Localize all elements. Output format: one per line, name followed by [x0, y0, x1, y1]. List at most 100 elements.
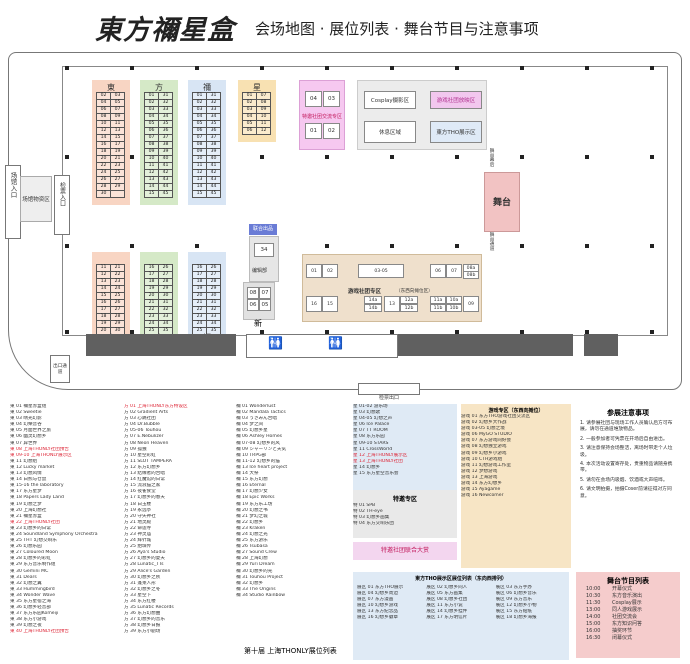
club-cell: 16 — [306, 296, 322, 312]
booth-cell: 16 — [192, 264, 207, 272]
list-item: 禰 02 Mandala Tactics — [236, 410, 286, 416]
list-item: 方 12 东方幻想乡 — [124, 464, 161, 470]
tech-cell: 34 — [254, 243, 274, 257]
list-item: 游戏 08 幻想独立游戏 — [461, 444, 507, 450]
list-item: 東 20 上海幻想社 — [10, 507, 47, 513]
pillar — [650, 66, 654, 70]
booth-cell: 20 — [144, 292, 159, 300]
list-item: 禰 11-12 幻想乡的猫 — [236, 458, 280, 464]
pillar — [650, 155, 654, 159]
pillar — [455, 155, 459, 159]
list-item: 游戏 06 MyGO STUDIO — [461, 432, 512, 438]
booth-cell: 31 — [158, 299, 173, 307]
wall-block-1 — [86, 334, 236, 356]
booth-cell: 44 — [206, 183, 221, 191]
list-item: 禰 34 Studio Rainbow — [236, 592, 286, 598]
stage-item: 13:00 同人游戏展示 — [586, 607, 670, 614]
list-item: 東 13 幻想风情 — [10, 471, 42, 477]
booth-cell: 10 — [192, 155, 207, 163]
list-item: 禰 22 幻想乡 — [236, 519, 264, 525]
bottom-list-panel: 東方THO展示区展位列表（东向西排列） 展区 01 东方THO展示展区 02 幻… — [353, 572, 569, 660]
new-cell: 07 — [259, 287, 271, 299]
list-item: 星 14 幻想乡 — [353, 464, 381, 470]
stage-item-name: 同人游戏展示 — [612, 607, 643, 613]
pillar — [130, 330, 134, 334]
booth-cell: 32 — [158, 306, 173, 314]
pillar — [260, 330, 264, 334]
booth-cell: 41 — [206, 162, 221, 170]
stage-label: 舞台 — [492, 198, 511, 208]
list-item: 星 03 幻想歌 — [353, 410, 381, 416]
list-item: 方 29 Alice's Garden — [124, 568, 171, 574]
list-item: 特 01 SPB — [353, 503, 376, 508]
booth-cell: 12 — [96, 127, 111, 135]
booth-cell: 19 — [192, 285, 207, 293]
booth-cell: 39 — [206, 148, 221, 156]
list-item: 禰 01 Wonderlust — [236, 404, 276, 409]
booth-cell: 36 — [158, 127, 173, 135]
club-cell: 15 — [322, 296, 338, 312]
pillar — [130, 66, 134, 70]
club-cell: 12b — [400, 304, 418, 312]
booth-cell: 13 — [96, 278, 111, 286]
club-cell: 11a — [430, 296, 446, 304]
list-item: 東 38 东方小游戏 — [10, 617, 47, 623]
pillar — [455, 66, 459, 70]
list-item: 禰 14 大祭 — [236, 471, 259, 477]
booth-cell: 44 — [158, 183, 173, 191]
list-item: 方 39 东方小剧场 — [124, 629, 161, 635]
booth-cell: 22 — [144, 306, 159, 314]
bottom-list-item: 展区 15 东方贴纸 — [495, 609, 532, 615]
list-item: 東 07 异世界 — [10, 440, 38, 446]
list-item: 游戏 03-05 幻想之境 — [461, 426, 505, 432]
list-item: 方 18 白玉楼 — [124, 501, 152, 507]
wall-block-3 — [584, 334, 618, 356]
list-item: 禰 30 幻想乡的光 — [236, 568, 273, 574]
list-item: 東 14 白熊与仓鼠 — [10, 477, 47, 483]
notes-title: 参展注意事项 — [607, 409, 649, 417]
booth-cell: 39 — [158, 148, 173, 156]
stage-item-time: 10:30 — [586, 593, 601, 599]
pillar — [520, 330, 524, 334]
list-item: 東 17 东方星梦 — [10, 489, 42, 495]
stage-item-name: 闭幕仪式 — [612, 635, 633, 641]
list-item: 禰 18 Epic Works — [236, 495, 275, 501]
booth-cell: 18 — [192, 278, 207, 286]
list-item: 東 08 上海THONLY社团预告 — [10, 446, 69, 452]
note-item: 2. 一般参加者可凭票在开场后自由进出。 — [580, 436, 668, 442]
booth-cell: 18 — [96, 313, 111, 321]
stage-item-time: 16:00 — [586, 628, 601, 634]
booth-cell: 26 — [158, 264, 173, 272]
list-item: 方 30 幻想乡之秋 — [124, 574, 161, 580]
stage-item-time: 13:00 — [586, 607, 601, 613]
booth-cell: 11 — [256, 120, 271, 128]
booth-cell: 02 — [192, 99, 207, 107]
booth-cell: 30 — [158, 292, 173, 300]
booth-cell: 17 — [96, 306, 111, 314]
list-item: 游戏 09 幻想乡小游戏 — [461, 450, 507, 456]
booth-cell: 19 — [96, 320, 111, 328]
list-item: 方 33 星空下 — [124, 592, 152, 598]
list-item: 禰 15 东方幻想 — [236, 477, 268, 483]
list-item: 星 15 东方星空音乐会 — [353, 471, 399, 477]
booth-cell: 02 — [144, 99, 159, 107]
list-item: 方 31 蓬莱人形 — [124, 580, 156, 586]
club-cell: 02 — [322, 264, 338, 278]
booth-cell: 31 — [206, 92, 221, 100]
list-item: 東 31 Dears — [10, 574, 37, 580]
list-item: 游戏 01 东方THO游戏社团交流区 — [461, 414, 531, 419]
list-item: 特 02 TH-eye — [353, 509, 383, 515]
club-cell: 06 — [430, 264, 446, 278]
booth-cell: 34 — [206, 113, 221, 121]
booth-cell: 27 — [110, 306, 125, 314]
list-item: 星 13 上海THONLY社团 — [353, 458, 403, 464]
club-cell: 07 — [446, 264, 462, 278]
booth-cell: 01 — [242, 92, 257, 100]
booth-cell: 08 — [192, 141, 207, 149]
